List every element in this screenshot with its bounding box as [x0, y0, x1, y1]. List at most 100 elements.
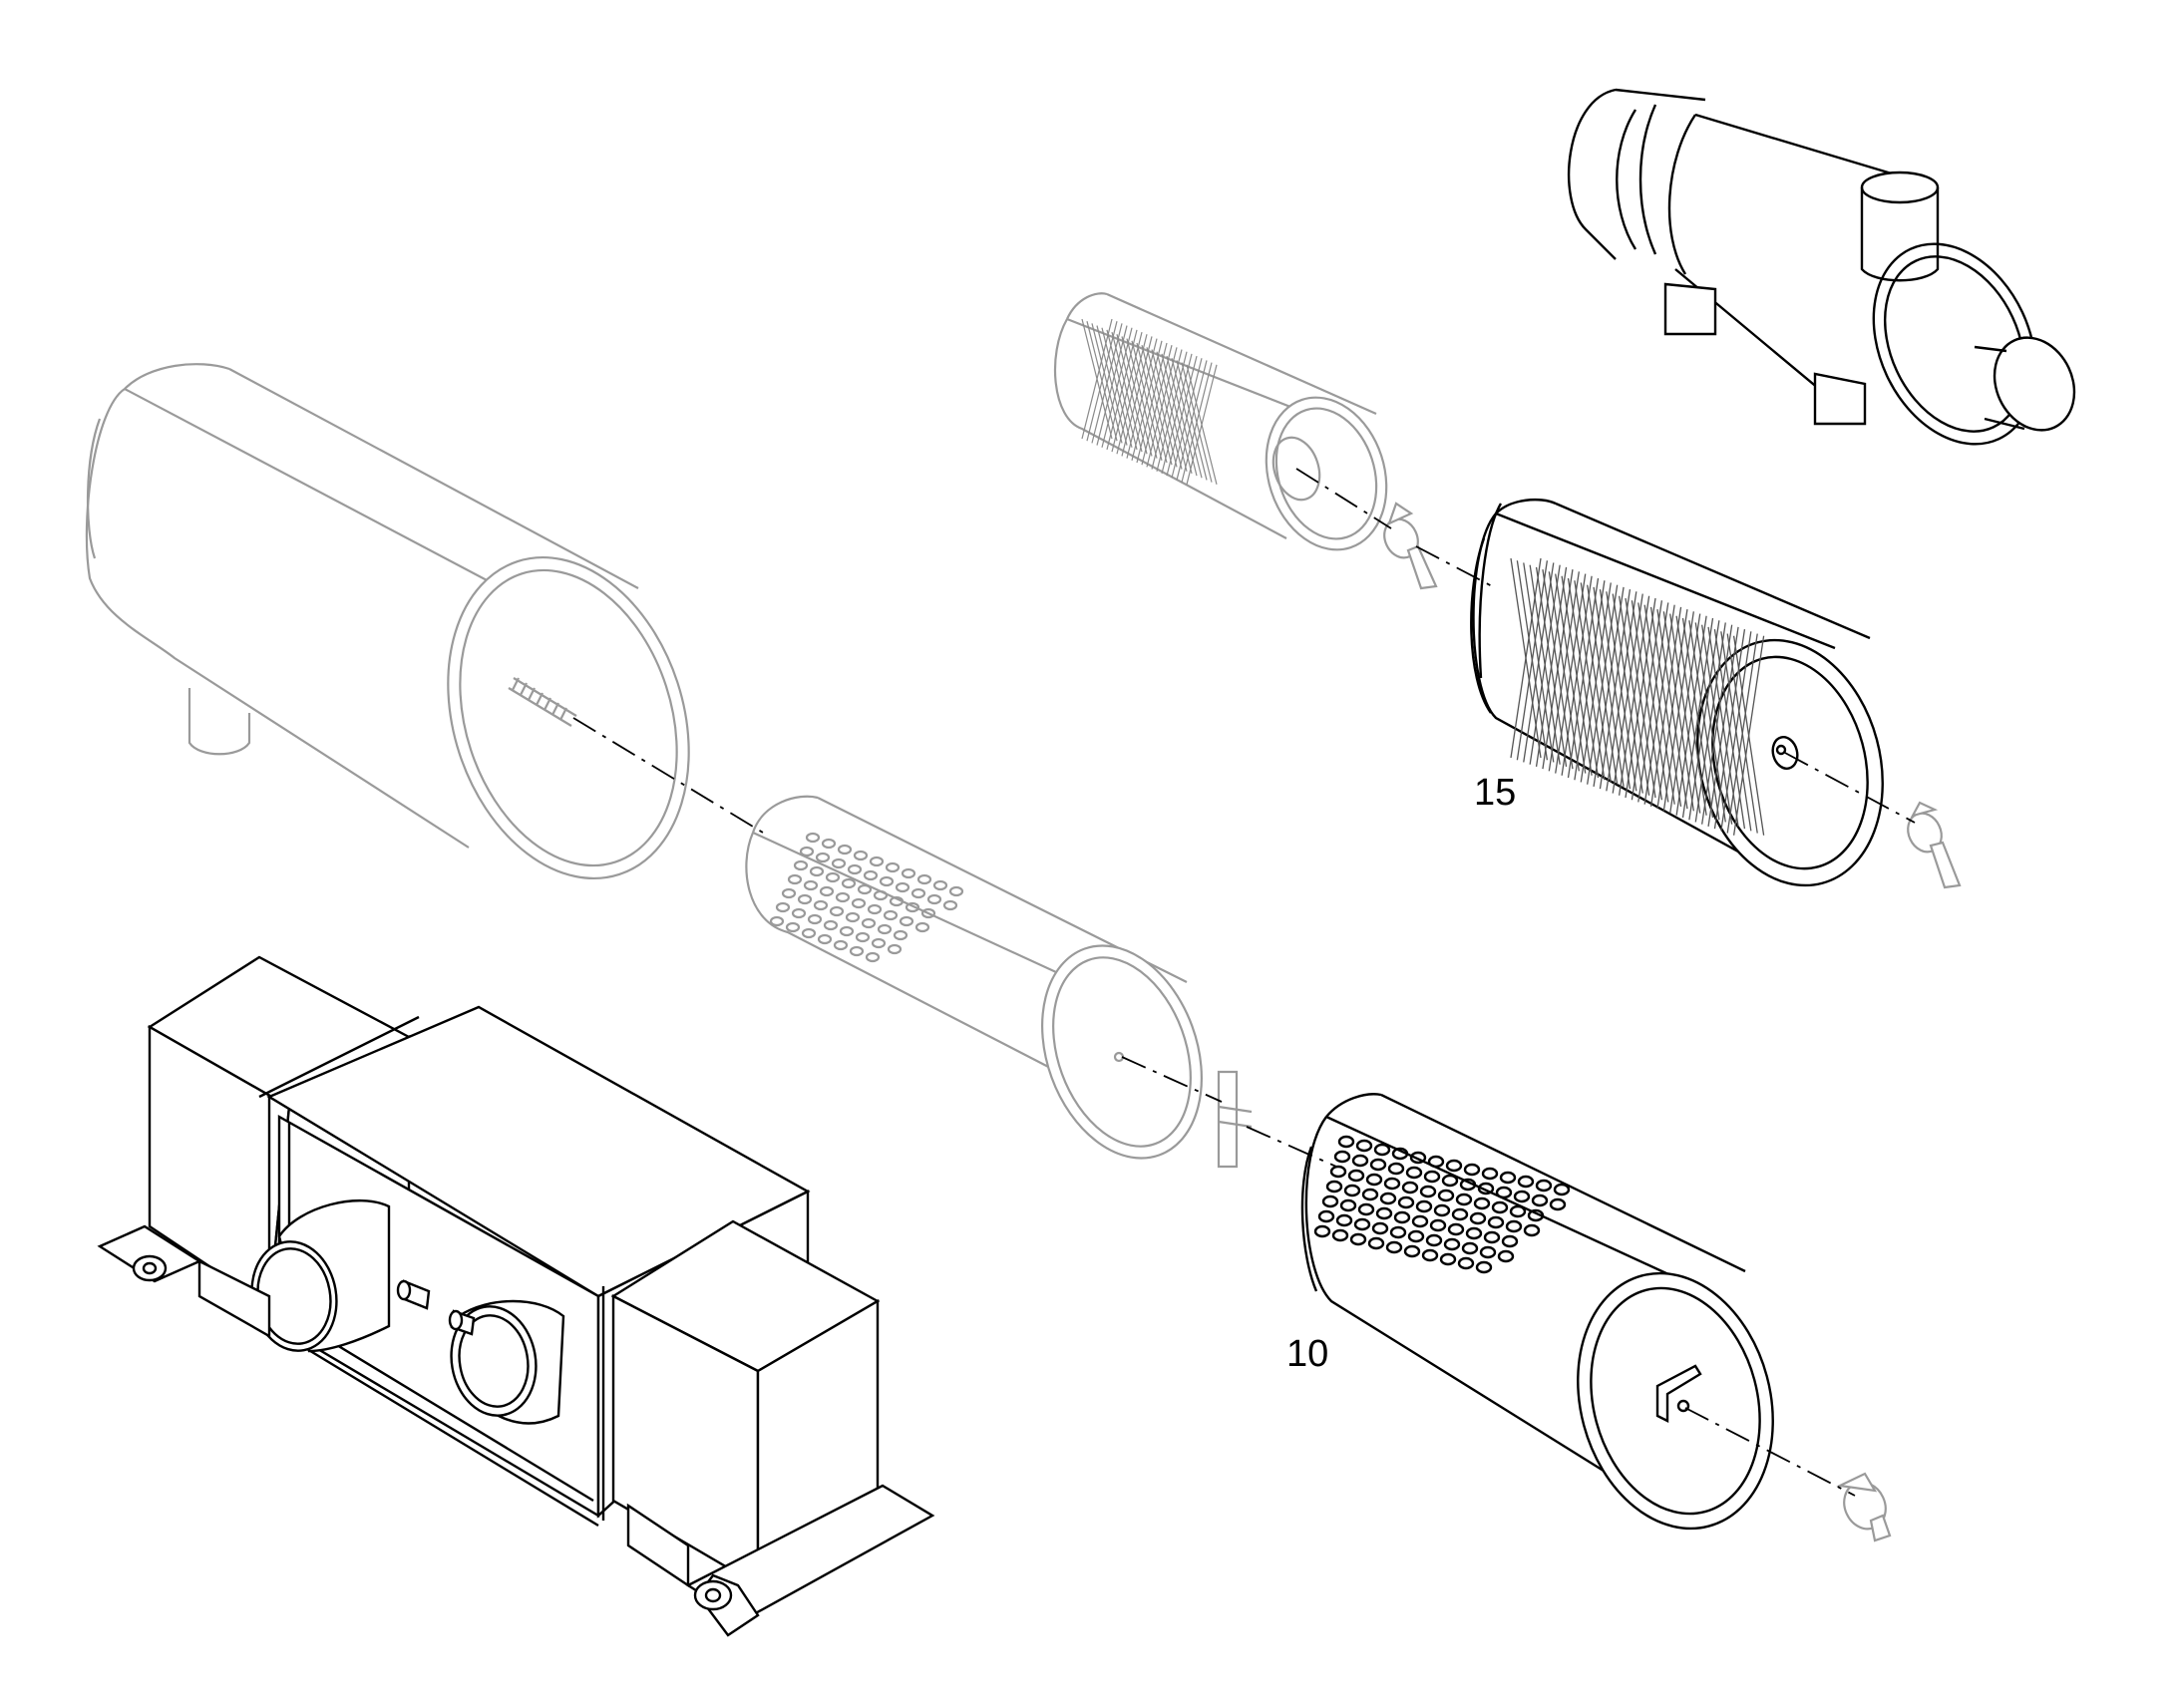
mesh-line [1732, 635, 1765, 836]
perforation-hole [910, 887, 926, 899]
perforation-hole [821, 838, 837, 850]
perforation-hole [851, 897, 867, 909]
perforation-hole [813, 899, 829, 911]
perforation-hole [849, 945, 865, 957]
perforation-hole [1527, 1208, 1545, 1222]
mesh-line [1606, 591, 1637, 792]
perforation-hole [1329, 1165, 1347, 1179]
mesh-line [1161, 353, 1193, 475]
perforation-hole [1461, 1241, 1479, 1255]
perforation-hole [791, 907, 807, 919]
perforation-hole [1497, 1249, 1515, 1263]
mesh-line [1694, 622, 1726, 823]
perforation-hole [1481, 1167, 1499, 1181]
mesh-line [1618, 595, 1650, 796]
mesh-line [1701, 624, 1733, 825]
perforation-hole [841, 877, 857, 889]
mesh-line [1567, 577, 1600, 779]
mesh-line [1136, 342, 1168, 464]
perforation-hole [1379, 1192, 1397, 1205]
perforation-hole [1361, 1188, 1379, 1201]
perforation-hole [1491, 1200, 1509, 1214]
mesh-line [1141, 345, 1173, 466]
perforation-hole [1369, 1158, 1387, 1172]
perforation-hole [825, 871, 841, 883]
perforation-hole [805, 832, 821, 844]
perforation-hole [1465, 1226, 1483, 1240]
perforation-hole [1509, 1204, 1527, 1218]
mesh-line [1599, 589, 1632, 790]
perforation-hole [1501, 1234, 1519, 1248]
perforation-hole [793, 859, 809, 871]
perforation-hole [1385, 1240, 1403, 1254]
mesh-line [1086, 321, 1118, 442]
perforation-hole [1535, 1179, 1553, 1193]
mesh-line [1176, 360, 1208, 481]
perforation-hole [1313, 1224, 1331, 1238]
perforation-hole [1483, 1230, 1501, 1244]
perforation-hole [865, 951, 881, 963]
mesh-line [1625, 597, 1656, 799]
mesh-line [1171, 358, 1203, 479]
perforation-hole [1475, 1260, 1493, 1274]
mesh-line [1166, 355, 1198, 477]
perforation-hole [1495, 1186, 1513, 1199]
mesh-line [1186, 364, 1218, 485]
perforation-hole [1499, 1171, 1517, 1185]
perforation-hole [1389, 1225, 1407, 1239]
perforation-hole [863, 869, 879, 881]
perforation-hole [775, 901, 791, 913]
perforation-hole [1425, 1233, 1443, 1247]
perforation-hole [1325, 1180, 1343, 1194]
perforation-hole [1355, 1139, 1373, 1153]
mesh-line [1151, 349, 1183, 470]
perforation-hole [1487, 1215, 1505, 1229]
perforation-hole [853, 850, 869, 861]
perforation-hole [893, 929, 908, 941]
perforation-hole [1331, 1228, 1349, 1242]
inner-element-gray-top [1053, 292, 1388, 551]
perforation-hole [829, 905, 845, 917]
perforation-hole [845, 911, 861, 923]
perforation-hole [831, 857, 847, 869]
perforation-hole [861, 917, 877, 929]
mesh-line [1580, 582, 1612, 783]
perforation-hole [823, 919, 839, 931]
perforation-hole [867, 903, 883, 915]
mesh-line [1131, 340, 1163, 461]
perforation-hole [895, 881, 910, 893]
callout-10: 10 [1286, 1333, 1329, 1375]
mesh-line [1516, 560, 1549, 761]
wing-nut-gray-right [1907, 801, 1962, 889]
perforation-hole [797, 893, 813, 905]
perforation-hole [1349, 1232, 1367, 1246]
mesh-line [1593, 586, 1625, 787]
mesh-line [1587, 584, 1619, 785]
mesh-line [1146, 347, 1178, 468]
air-cleaner-housing-large [85, 363, 690, 879]
mesh-line [1662, 611, 1694, 812]
perforation-hole [799, 846, 815, 857]
perforation-hole [1411, 1214, 1429, 1228]
perforation-hole [920, 907, 936, 919]
perforation-hole [1391, 1147, 1409, 1161]
mesh-line [1637, 602, 1669, 803]
perforation-hole [1437, 1189, 1455, 1202]
perforation-hole [1469, 1211, 1487, 1225]
mesh-line [1688, 620, 1720, 821]
perforation-hole [1347, 1169, 1365, 1183]
perforation-hole [1433, 1203, 1451, 1217]
mesh-line [1720, 631, 1752, 832]
mesh-line [1106, 329, 1138, 451]
perforation-hole [1371, 1221, 1389, 1235]
perforation-hole [926, 893, 942, 905]
perforation-hole [901, 867, 916, 879]
perforation-hole [885, 861, 901, 873]
perforation-hole [803, 879, 819, 891]
perforation-hole [785, 921, 801, 933]
mesh-line [1126, 338, 1158, 459]
perforation-hole [942, 899, 958, 911]
perforation-hole [1375, 1206, 1393, 1220]
wing-nut-gray-top [1383, 502, 1438, 590]
perforation-hole [787, 873, 803, 885]
